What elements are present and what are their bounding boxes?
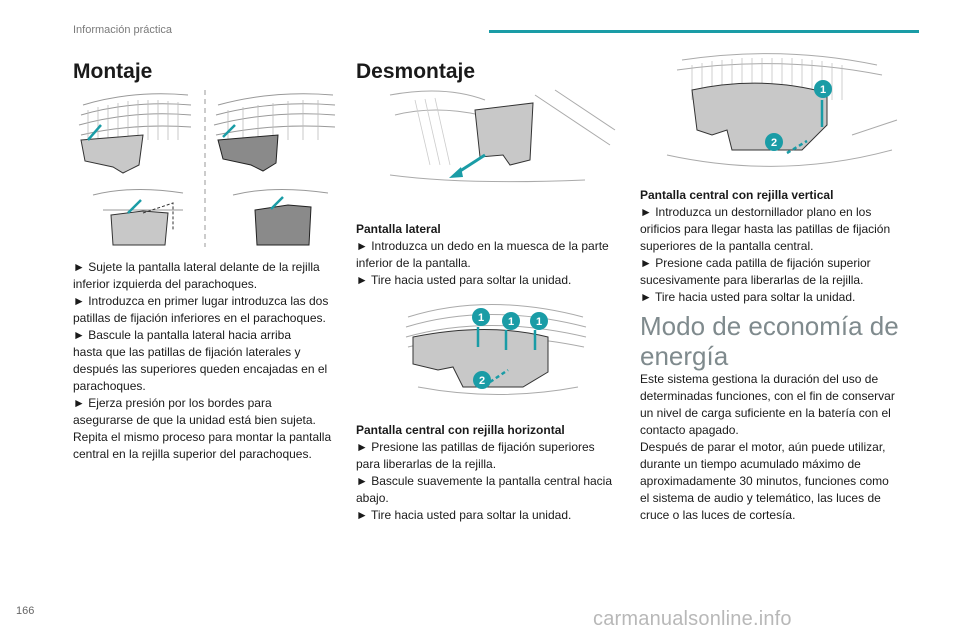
step-badge: 1 bbox=[508, 316, 514, 328]
step-badge: 2 bbox=[479, 375, 485, 387]
desmontaje-vertical-text: Pantalla central con rejilla vertical ► … bbox=[640, 187, 930, 306]
text-line: ► Ejerza presión por los bordes para bbox=[73, 396, 272, 410]
subheading-rejilla-horizontal: Pantalla central con rejilla horizontal bbox=[356, 423, 565, 437]
text-line: central en la rejilla superior del parac… bbox=[73, 447, 312, 461]
text-line: ► Presione las patillas de fijación supe… bbox=[356, 440, 595, 454]
text-line: asegurarse de que la unidad está bien su… bbox=[73, 413, 316, 427]
desmontaje-lateral-illustration bbox=[389, 89, 616, 183]
text-line: el sistema de audio y telemático, las lu… bbox=[640, 491, 881, 505]
step-badge: 1 bbox=[536, 316, 542, 328]
heading-desmontaje: Desmontaje bbox=[356, 60, 476, 83]
text-line: orificios para llegar hasta las patillas… bbox=[640, 222, 891, 236]
text-line: ► Introduzca un destornillador plano en … bbox=[640, 205, 872, 219]
desmontaje-vertical-illustration: 1 2 bbox=[666, 53, 898, 167]
text-line: ► Bascule suavemente la pantalla central… bbox=[356, 474, 613, 488]
montaje-illustration bbox=[78, 90, 336, 247]
step-badge: 2 bbox=[771, 137, 777, 149]
watermark: carmanualsonline.info bbox=[593, 608, 792, 630]
step-badge: 1 bbox=[478, 312, 484, 324]
subheading-rejilla-vertical: Pantalla central con rejilla vertical bbox=[640, 188, 834, 202]
text-line: Después de parar el motor, aún puede uti… bbox=[640, 440, 886, 454]
text-line: cruce o las luces de cortesía. bbox=[640, 508, 796, 522]
text-line: ► Presione cada patilla de fijación supe… bbox=[640, 256, 871, 270]
text-line: Repita el mismo proceso para montar la p… bbox=[73, 430, 332, 444]
page-number: 166 bbox=[16, 605, 35, 617]
text-line: ► Bascule la pantalla lateral hacia arri… bbox=[73, 328, 291, 342]
text-line: ► Tire hacia usted para soltar la unidad… bbox=[356, 508, 572, 522]
desmontaje-horizontal-text: Pantalla central con rejilla horizontal … bbox=[356, 422, 626, 524]
text-line: ► Sujete la pantalla lateral delante de … bbox=[73, 260, 320, 274]
heading-line: Modo de economía de bbox=[640, 311, 899, 341]
text-line: después las superiores queden encajadas … bbox=[73, 362, 328, 376]
text-line: Este sistema gestiona la duración del us… bbox=[640, 372, 879, 386]
text-line: ► Introduzca un dedo en la muesca de la … bbox=[356, 239, 609, 253]
text-line: durante un tiempo acumulado máximo de bbox=[640, 457, 861, 471]
text-line: patillas de fijación inferiores en el pa… bbox=[73, 311, 326, 325]
desmontaje-lateral-text: Pantalla lateral ► Introduzca un dedo en… bbox=[356, 221, 626, 289]
text-line: ► Tire hacia usted para soltar la unidad… bbox=[356, 273, 572, 287]
step-badge: 1 bbox=[820, 84, 826, 96]
text-line: para liberarlas de la rejilla. bbox=[356, 457, 497, 471]
text-line: superiores de la pantalla central. bbox=[640, 239, 814, 253]
text-line: contacto apagado. bbox=[640, 423, 739, 437]
section-header: Información práctica bbox=[73, 24, 173, 36]
text-line: hasta que las patillas de fijación later… bbox=[73, 345, 301, 359]
heading-montaje: Montaje bbox=[73, 60, 153, 83]
text-line: ► Introduzca en primer lugar introduzca … bbox=[73, 294, 329, 308]
header-accent-bar bbox=[489, 30, 919, 33]
text-line: inferior izquierda del parachoques. bbox=[73, 277, 258, 291]
text-line: aproximadamente 30 minutos, funciones co… bbox=[640, 474, 889, 488]
text-line: sucesivamente para liberarlas de la reji… bbox=[640, 273, 864, 287]
economia-text: Este sistema gestiona la duración del us… bbox=[640, 371, 930, 524]
heading-line: energía bbox=[640, 341, 729, 371]
heading-modo-economia: Modo de economía de energía bbox=[640, 311, 899, 371]
text-line: ► Tire hacia usted para soltar la unidad… bbox=[640, 290, 856, 304]
text-line: abajo. bbox=[356, 491, 389, 505]
subheading-pantalla-lateral: Pantalla lateral bbox=[356, 222, 441, 236]
text-line: determinadas funciones, con el fin de co… bbox=[640, 389, 895, 403]
text-line: un nivel de carga suficiente en la bater… bbox=[640, 406, 891, 420]
montaje-text: ► Sujete la pantalla lateral delante de … bbox=[73, 259, 343, 463]
text-line: parachoques. bbox=[73, 379, 146, 393]
text-line: inferior de la pantalla. bbox=[356, 256, 471, 270]
desmontaje-horizontal-illustration: 1 1 1 2 bbox=[405, 304, 587, 395]
